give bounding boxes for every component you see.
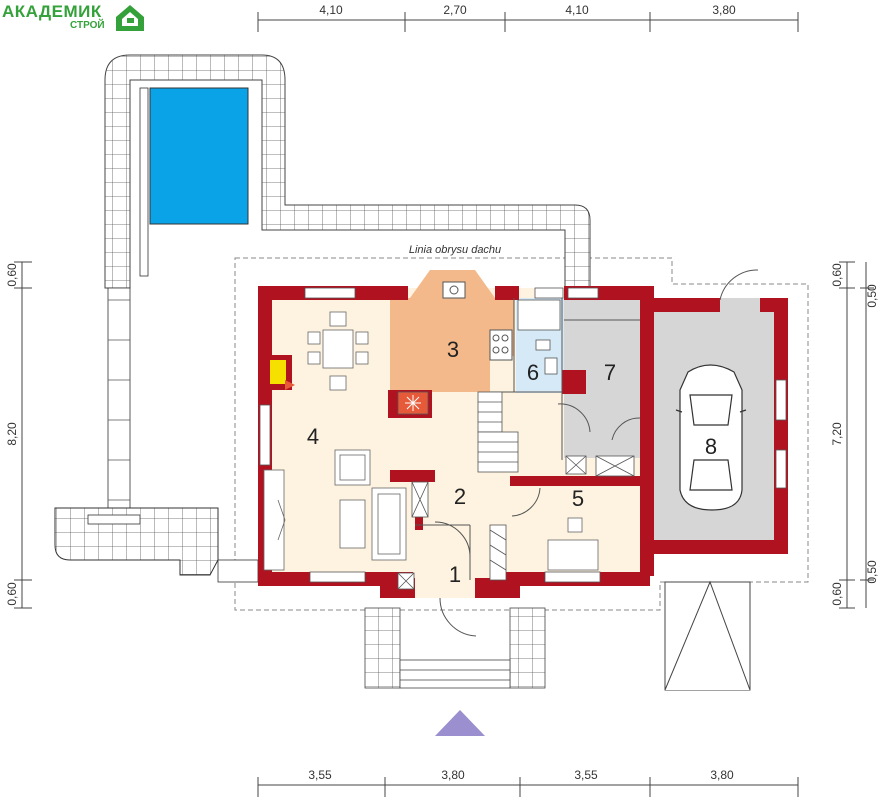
dim-right-2: 7,20	[830, 422, 844, 446]
bathroom-fixtures	[517, 299, 561, 375]
room-number-6: 6	[527, 360, 539, 385]
room-number-2: 2	[454, 484, 466, 509]
study-furniture	[547, 517, 599, 571]
dim-top-4: 3,80	[712, 3, 736, 17]
dim-bottom-3: 3,55	[574, 768, 598, 782]
room-number-5: 5	[572, 486, 584, 511]
dim-left-3: 0,60	[5, 582, 19, 606]
left-walkway	[54, 287, 259, 583]
roof-outline-label: Linia obrysu dachu	[409, 244, 501, 256]
logo-subtitle: СТРОЙ	[70, 20, 105, 31]
room-number-4: 4	[307, 424, 319, 449]
living-furniture	[263, 449, 407, 571]
top-dimension-line: 4,10 2,70 4,10 3,80	[257, 3, 799, 32]
north-arrow-icon	[435, 710, 485, 736]
dining-set	[307, 311, 369, 391]
right-dimension-line: 0,60 7,20 0,60 0,50 0,50	[830, 261, 879, 609]
pool	[149, 87, 249, 225]
stairs	[477, 391, 519, 473]
interior-partitions	[415, 269, 759, 637]
kitchen-fixtures	[397, 281, 513, 415]
dim-right-inner-1: 0,50	[865, 284, 879, 308]
dim-left-1: 0,60	[5, 263, 19, 287]
fireplace	[268, 355, 295, 390]
walls	[258, 286, 788, 598]
logo-name: АКАДЕМИК	[2, 2, 102, 21]
dim-left-2: 8,20	[5, 422, 19, 446]
house-logo-icon	[116, 5, 144, 31]
windows	[259, 287, 787, 583]
driveway	[664, 580, 751, 691]
dim-bottom-2: 3,80	[441, 768, 465, 782]
bottom-dimension-line: 3,55 3,80 3,55 3,80	[257, 768, 799, 797]
dim-right-inner-2: 0,50	[865, 560, 879, 584]
room-number-3: 3	[447, 337, 459, 362]
dim-top-1: 4,10	[319, 3, 343, 17]
dim-right-1: 0,60	[830, 263, 844, 287]
dim-top-3: 4,10	[565, 3, 589, 17]
left-dimension-line: 0,60 8,20 0,60	[5, 261, 32, 609]
pool-terrace	[104, 54, 591, 289]
room-number-7: 7	[604, 360, 616, 385]
dim-bottom-4: 3,80	[710, 768, 734, 782]
logo: АКАДЕМИК СТРОЙ	[0, 0, 150, 36]
dim-bottom-1: 3,55	[308, 768, 332, 782]
room-number-8: 8	[705, 434, 717, 459]
car-icon	[675, 364, 747, 511]
room-number-1: 1	[449, 562, 461, 587]
house-floors	[262, 270, 776, 598]
closets	[397, 455, 635, 590]
dim-right-3: 0,60	[830, 582, 844, 606]
dim-top-2: 2,70	[443, 3, 467, 17]
entrance-porch	[364, 607, 546, 689]
